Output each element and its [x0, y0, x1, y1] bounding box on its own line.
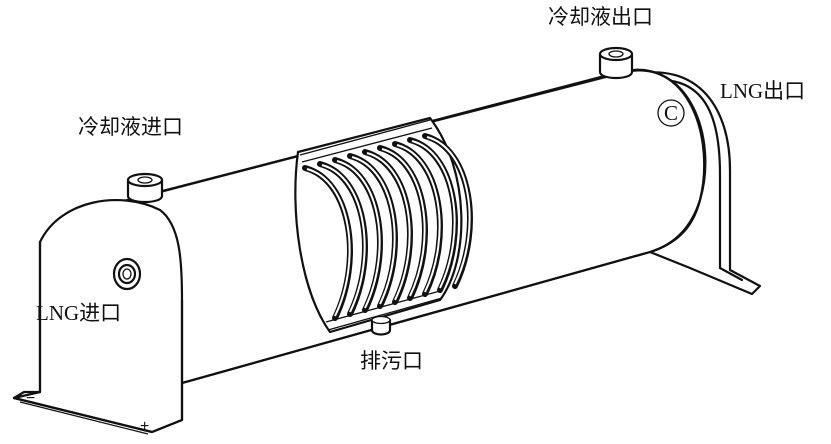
- coil-turn-highlight: [366, 152, 411, 301]
- coil-turn-highlight: [381, 148, 426, 297]
- coil-turn-highlight: [351, 156, 396, 305]
- minus-mark: −: [26, 390, 35, 407]
- lng-inlet-label: LNG进口: [36, 301, 121, 325]
- lng-outlet-label: LNG出口: [720, 79, 805, 103]
- coil-turn-highlight: [426, 136, 471, 285]
- drain-label: 排污口: [360, 349, 423, 373]
- badge-c-text: C: [664, 101, 678, 125]
- coolant-outlet-nozzle: [598, 46, 634, 80]
- coil-turn-highlight: [306, 168, 351, 317]
- coolant-inlet-label: 冷却液进口: [78, 115, 183, 139]
- lng-inlet-nozzle: [112, 257, 142, 291]
- badge-c: C: [657, 99, 685, 127]
- coil-turn-highlight: [321, 164, 366, 313]
- coil-turn-highlight: [411, 140, 456, 289]
- drain-nozzle: [370, 315, 392, 336]
- left-saddle-support: [12, 199, 184, 435]
- helical-coil: [302, 133, 473, 321]
- coil-turn-highlight: [336, 160, 381, 309]
- coolant-outlet-label: 冷却液出口: [548, 5, 653, 29]
- coolant-inlet-nozzle: [126, 172, 164, 204]
- plus-mark: +: [140, 418, 149, 435]
- coil-turn-highlight: [396, 144, 441, 293]
